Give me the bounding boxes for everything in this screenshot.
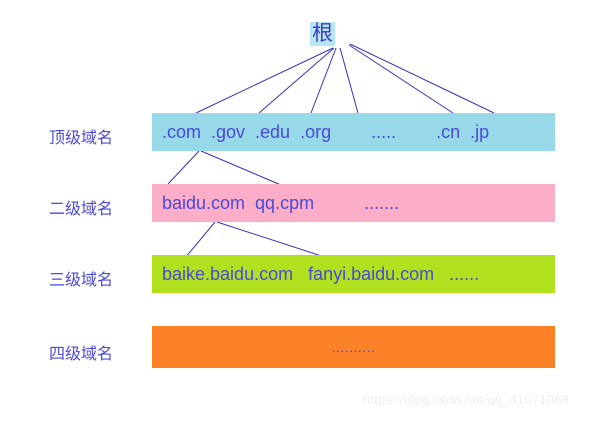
tier-bar-third-level-domain: baike.baidu.com fanyi.baidu.com ...... [152, 255, 555, 293]
tier-label-third-level-domain: 三级域名 [48, 272, 113, 289]
node-root: 根 [310, 22, 335, 46]
tier-bar-second-level-domain: baidu.com qq.cpm ....... [152, 184, 555, 222]
tier-label-second-level-domain: 二级域名 [48, 201, 113, 218]
tier-entries-fourth-level-domain: .......... [331, 339, 376, 355]
tier-entries-third-level-domain: baike.baidu.com fanyi.baidu.com ...... [162, 264, 480, 284]
edge-baidu-to-baike [184, 221, 216, 259]
edge-root-to-gov [258, 47, 335, 114]
tier-entries-second-level-domain: baidu.com qq.cpm ....... [162, 193, 400, 213]
edge-root-to-edu [310, 47, 337, 114]
edge-root-to-com [195, 47, 334, 114]
edge-com-to-qq [200, 150, 289, 189]
tier-entries-top-level-domain: .com .gov .edu .org ..... .cn .jp [162, 122, 490, 142]
tier-bar-top-level-domain: .com .gov .edu .org ..... .cn .jp [152, 113, 555, 151]
edge-com-to-baidu [167, 150, 200, 185]
edge-root-to-org [339, 47, 359, 114]
edge-root-to-jp [349, 43, 495, 114]
tier-label-top-level-domain: 顶级域名 [48, 130, 113, 147]
edge-root-to-cn [348, 44, 454, 114]
tier-bar-fourth-level-domain: .......... [152, 326, 555, 368]
watermark: https://blog.csdn.net/qq_41071068 [363, 392, 570, 407]
tier-label-fourth-level-domain: 四级域名 [48, 346, 113, 363]
